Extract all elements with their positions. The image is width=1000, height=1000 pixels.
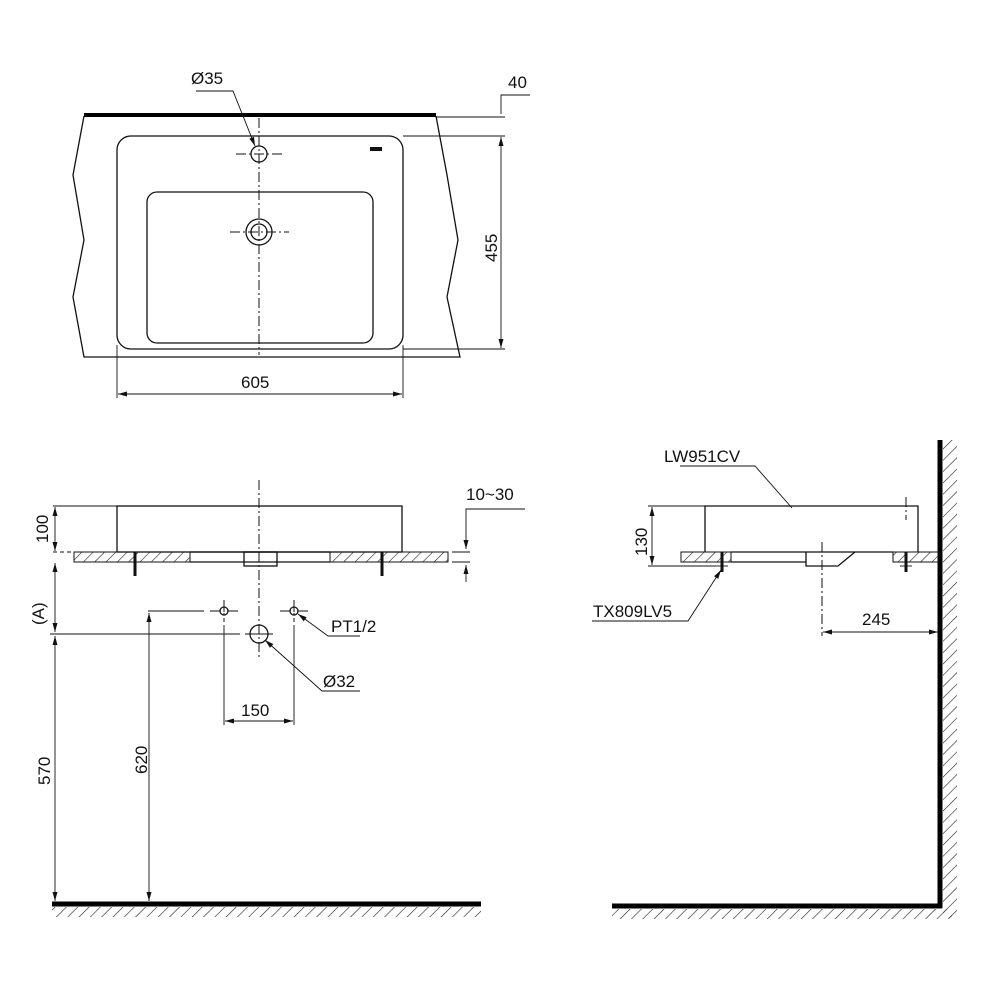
drain-height-label: 570 xyxy=(35,757,54,785)
drain-side xyxy=(805,551,856,567)
basin-outer xyxy=(116,135,404,350)
supply-spacing-label: 150 xyxy=(241,701,269,720)
basin-model-label: LW951CV xyxy=(664,447,741,466)
faucet-hole-label: Ø35 xyxy=(191,69,223,88)
basin-height-side-label: 130 xyxy=(632,528,651,556)
counter-offset-label: 40 xyxy=(508,73,527,92)
width-label: 605 xyxy=(241,373,269,392)
top-view: Ø35 40 455 605 xyxy=(72,69,530,398)
overflow-mark xyxy=(370,147,382,151)
drain-label: Ø32 xyxy=(323,672,355,691)
variable-height-label: (A) xyxy=(29,602,48,625)
floor-hatch xyxy=(52,907,481,917)
drain-body xyxy=(243,551,278,567)
countertop-right xyxy=(329,551,449,563)
bracket-model-label: TX809LV5 xyxy=(593,602,672,621)
basin-side xyxy=(704,505,919,552)
counter-thickness-label: 10~30 xyxy=(466,485,514,504)
countertop-left xyxy=(73,551,191,563)
supply-pipe-label: PT1/2 xyxy=(331,617,376,636)
basin-bowl xyxy=(146,191,374,344)
wall-hatch xyxy=(943,440,957,918)
basin-height-label: 100 xyxy=(33,515,52,543)
front-view: 100 10~30 (A) PT1/2 Ø32 150 570 xyxy=(29,480,525,917)
countertop-outline xyxy=(72,115,461,358)
depth-label: 455 xyxy=(482,234,501,262)
supply-height-label: 620 xyxy=(132,746,151,774)
wall-to-drain-label: 245 xyxy=(862,610,890,629)
side-view: 130 LW951CV TX809LV5 245 xyxy=(592,440,957,919)
